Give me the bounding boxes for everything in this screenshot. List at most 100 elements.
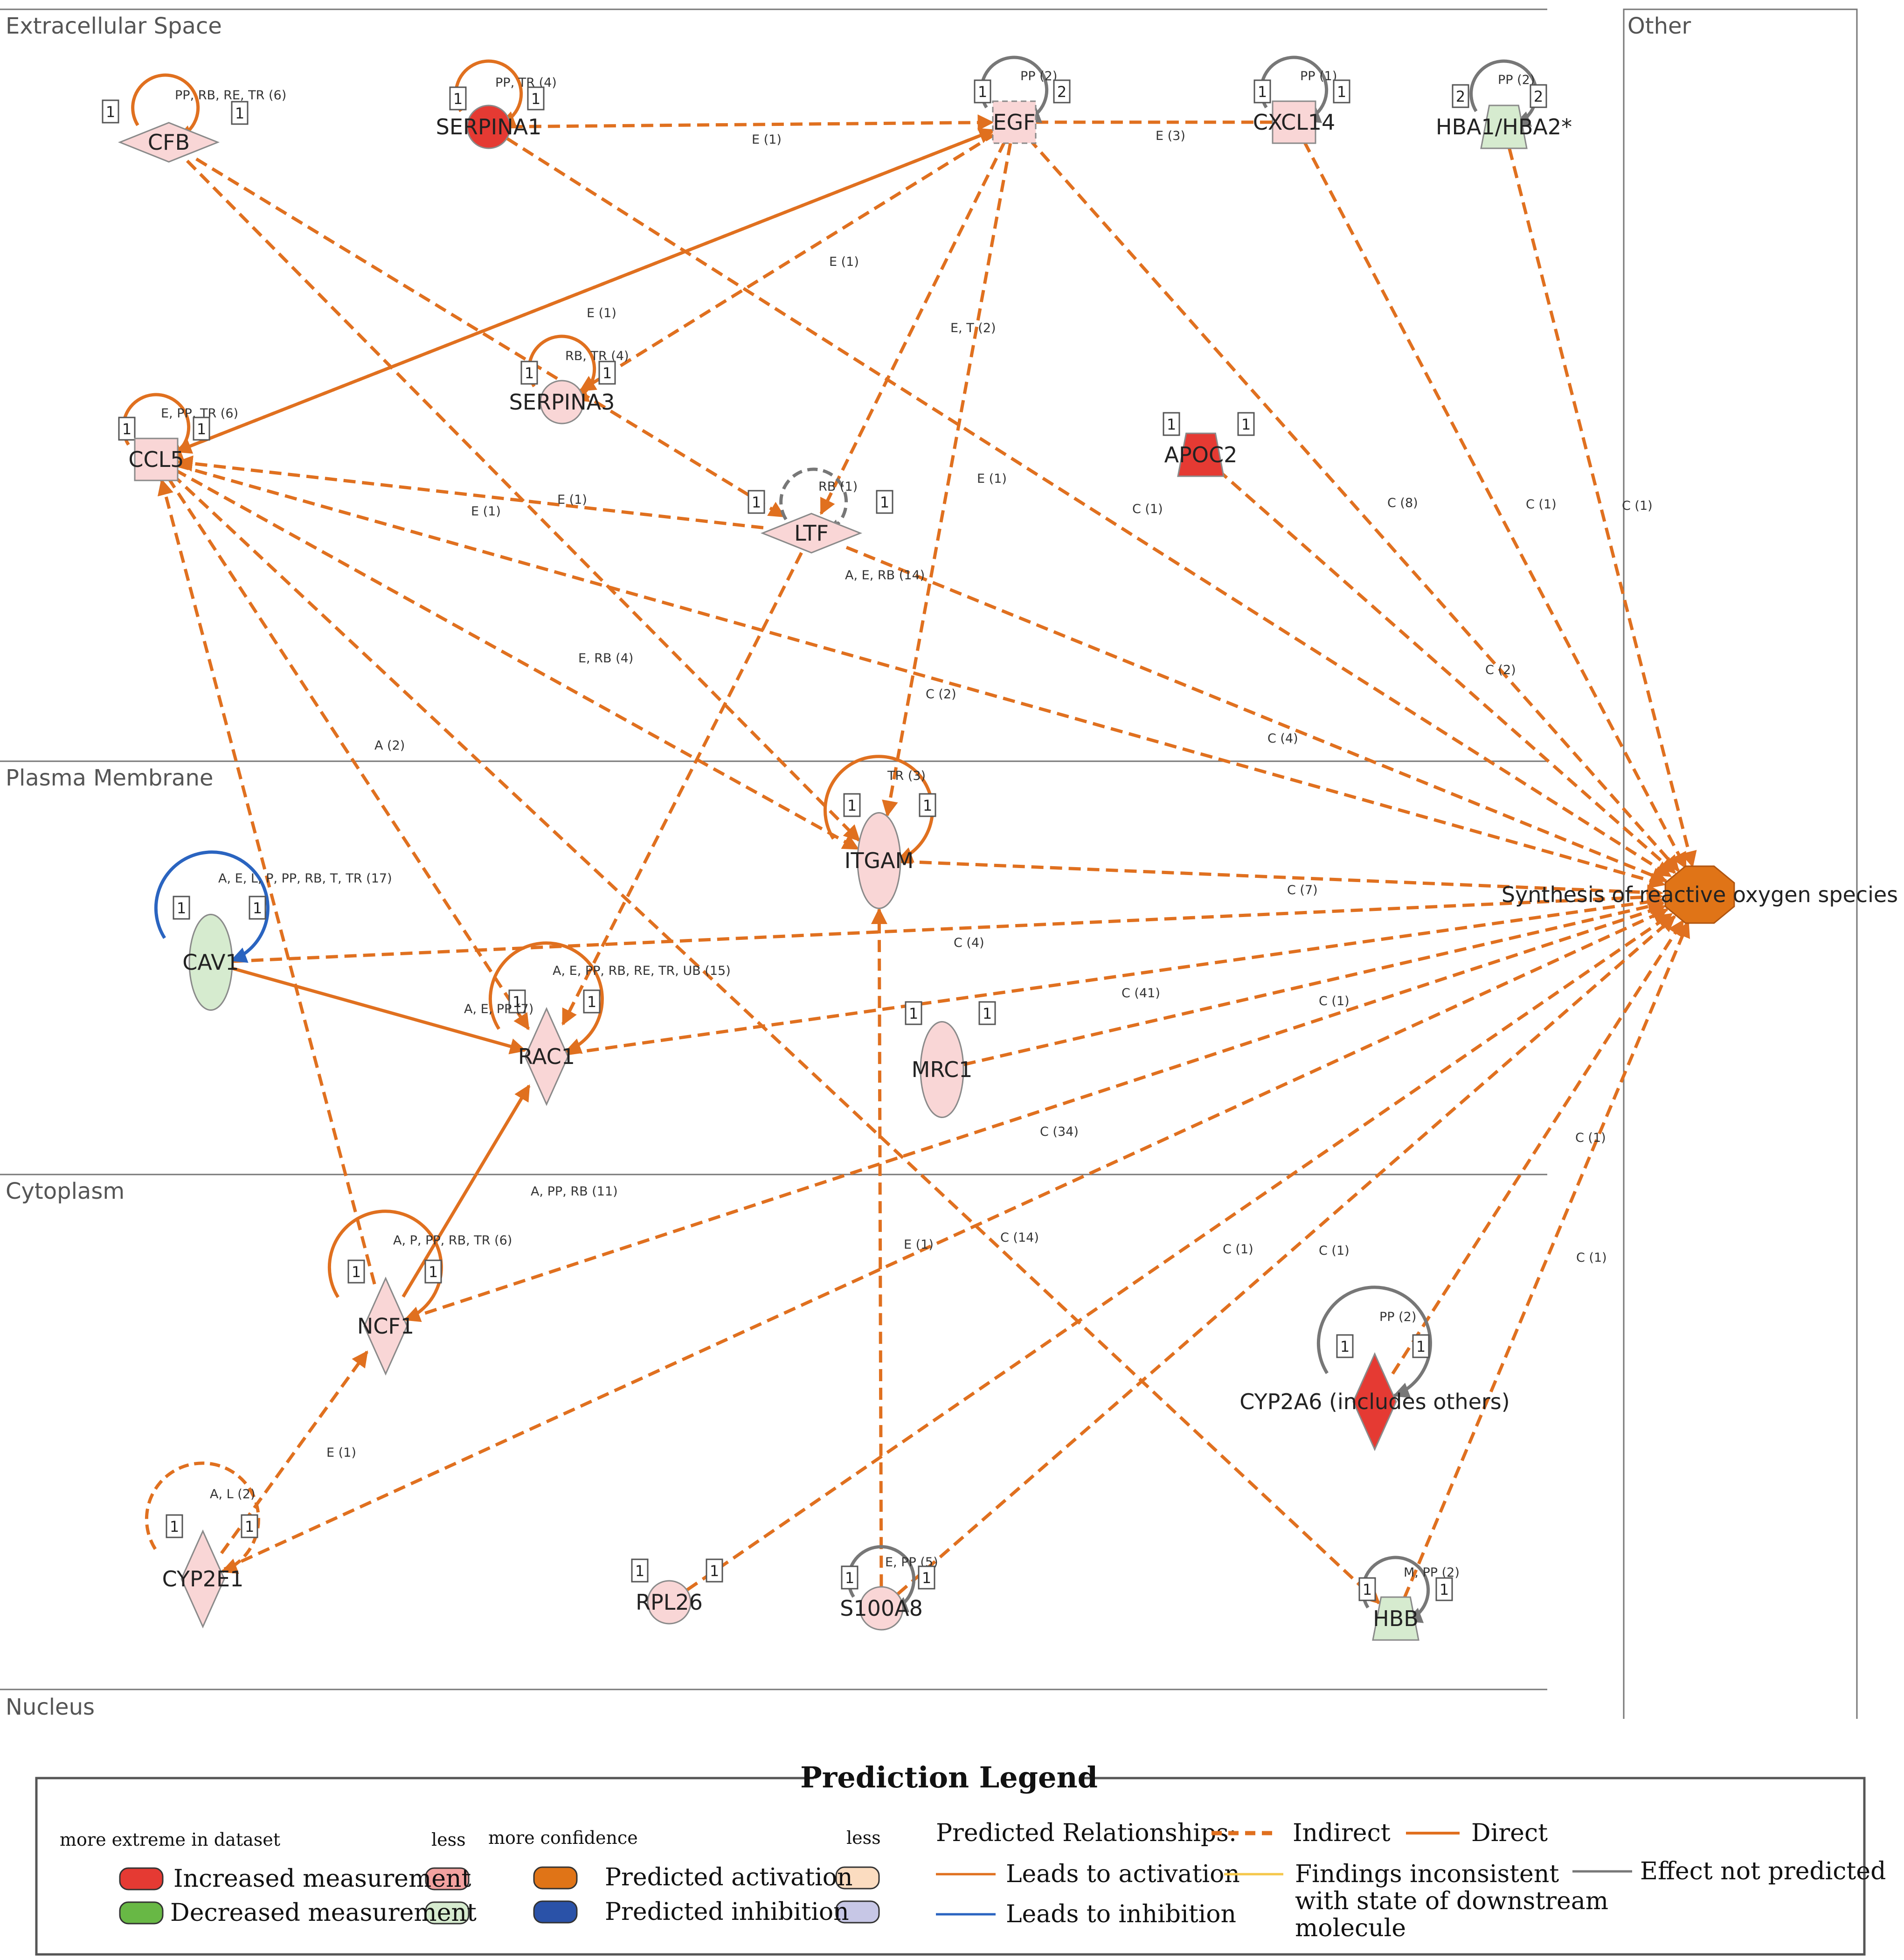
node-shape xyxy=(1177,432,1225,477)
node-shape xyxy=(188,914,233,1011)
node-label: SERPINA3 xyxy=(509,389,615,415)
count-box-value: 1 xyxy=(253,899,262,917)
count-box-value: 1 xyxy=(235,104,244,122)
edge-cxcl14-to-ros xyxy=(1302,140,1687,869)
region-label-other: Other xyxy=(1627,13,1691,39)
node-hba[interactable]: HBA1/HBA2* xyxy=(1436,104,1572,149)
legend-predicted-activation: Predicted activation xyxy=(605,1863,853,1891)
edge-label: C (8) xyxy=(1387,496,1418,510)
decreased-swatch xyxy=(119,1901,164,1925)
edge-ltf-to-ros xyxy=(845,546,1668,883)
node-ros[interactable]: Synthesis of reactive oxygen species xyxy=(1502,865,1898,924)
count-box xyxy=(520,361,538,385)
count-box-value: 1 xyxy=(1258,83,1267,101)
node-shape xyxy=(647,1580,692,1625)
node-cxcl14[interactable]: CXCL14 xyxy=(1253,100,1336,144)
loop-label: A, L (2) xyxy=(210,1487,256,1501)
edge-rac1-to-ros xyxy=(568,894,1664,1055)
edge-labels-layer: E (1)E (3)E (1)E (1)E (1)E, T (2)E (1)C … xyxy=(326,129,1653,1460)
node-label: NCF1 xyxy=(357,1314,414,1339)
count-box-value: 1 xyxy=(429,1263,438,1281)
legend-findings-inconsistent-1: Findings inconsistent xyxy=(1295,1860,1559,1888)
edge-label: C (7) xyxy=(1287,883,1318,897)
legend-indirect: Indirect xyxy=(1293,1819,1391,1847)
node-egf[interactable]: EGF xyxy=(992,100,1037,144)
loop-label: A, E, L, P, PP, RB, T, TR (17) xyxy=(218,871,392,886)
loop-label: RB (1) xyxy=(818,480,858,494)
node-cyp2e1[interactable]: CYP2E1 xyxy=(162,1529,244,1629)
edge-label: E (1) xyxy=(471,504,501,519)
node-label: CFB xyxy=(148,130,190,155)
node-label: CCL5 xyxy=(128,447,184,472)
count-box xyxy=(241,1514,258,1538)
count-box xyxy=(1435,1577,1453,1601)
edge-label: E, RB (4) xyxy=(578,651,633,666)
edge-label: C (1) xyxy=(1319,1244,1350,1258)
node-label: S100A8 xyxy=(840,1596,923,1621)
node-mrc1[interactable]: MRC1 xyxy=(912,1021,973,1118)
legend-title-backdrop xyxy=(814,1759,1084,1797)
count-box xyxy=(905,1001,922,1025)
node-label: CYP2E1 xyxy=(162,1566,244,1592)
edge-label: C (2) xyxy=(926,687,956,702)
count-box xyxy=(249,896,266,920)
node-s100a8[interactable]: S100A8 xyxy=(840,1586,923,1631)
count-box xyxy=(841,1565,859,1590)
node-cyp2a6[interactable]: CYP2A6 (includes others) xyxy=(1239,1352,1510,1452)
edge-label: E (1) xyxy=(587,306,616,320)
node-serpina3[interactable]: SERPINA3 xyxy=(509,380,615,424)
count-box-value: 1 xyxy=(923,797,932,814)
loop-arc xyxy=(327,1209,443,1322)
count-box xyxy=(1237,412,1255,436)
edge-egf-to-itgam xyxy=(882,143,1012,817)
node-cav1[interactable]: CAV1 xyxy=(182,914,239,1011)
count-box-value: 1 xyxy=(1416,1338,1426,1355)
node-shape xyxy=(1480,104,1528,149)
count-box-value: 1 xyxy=(122,420,132,438)
node-rpl26[interactable]: RPL26 xyxy=(636,1580,703,1625)
count-box xyxy=(598,361,616,385)
count-box xyxy=(347,1259,365,1284)
count-box xyxy=(102,99,119,124)
region-lines xyxy=(0,8,1858,1719)
count-box xyxy=(631,1558,649,1583)
node-label: ITGAM xyxy=(845,848,914,873)
node-label: HBB xyxy=(1373,1606,1419,1631)
node-cfb[interactable]: CFB xyxy=(118,122,220,163)
count-box xyxy=(449,86,467,111)
node-label: CYP2A6 (includes others) xyxy=(1239,1389,1509,1414)
node-hbb[interactable]: HBB xyxy=(1372,1596,1419,1641)
node-apoc2[interactable]: APOC2 xyxy=(1164,432,1238,477)
count-box xyxy=(919,793,936,817)
node-rac1[interactable]: RAC1 xyxy=(518,1007,575,1106)
node-label: LTF xyxy=(794,521,829,546)
edge-itgam-to-ros xyxy=(900,860,1663,901)
edge-label: C (2) xyxy=(1485,663,1516,677)
node-ccl5[interactable]: CCL5 xyxy=(128,438,184,481)
node-shape xyxy=(760,513,863,554)
node-ncf1[interactable]: NCF1 xyxy=(357,1276,414,1376)
legend-more-confidence: more confidence xyxy=(488,1828,638,1848)
edge-ltf-to-rac1 xyxy=(561,552,803,1026)
increased-swatch xyxy=(119,1867,164,1890)
node-serpina1[interactable]: SERPINA1 xyxy=(436,104,542,149)
count-box xyxy=(173,896,190,920)
edge-label: E (1) xyxy=(829,255,859,269)
node-itgam[interactable]: ITGAM xyxy=(845,812,914,909)
count-box-value: 1 xyxy=(587,993,596,1011)
nodes-layer: CFB SERPINA1 EGF CXCL14 HBA1/HBA2* SERPINA3CC… xyxy=(118,100,1898,1641)
loop-label: PP (2) xyxy=(1498,73,1535,87)
node-ltf[interactable]: LTF xyxy=(760,513,863,554)
node-shape xyxy=(540,380,584,424)
loop-label: RB, TR (4) xyxy=(565,349,629,363)
count-box xyxy=(1452,84,1469,108)
count-box xyxy=(1358,1577,1376,1601)
